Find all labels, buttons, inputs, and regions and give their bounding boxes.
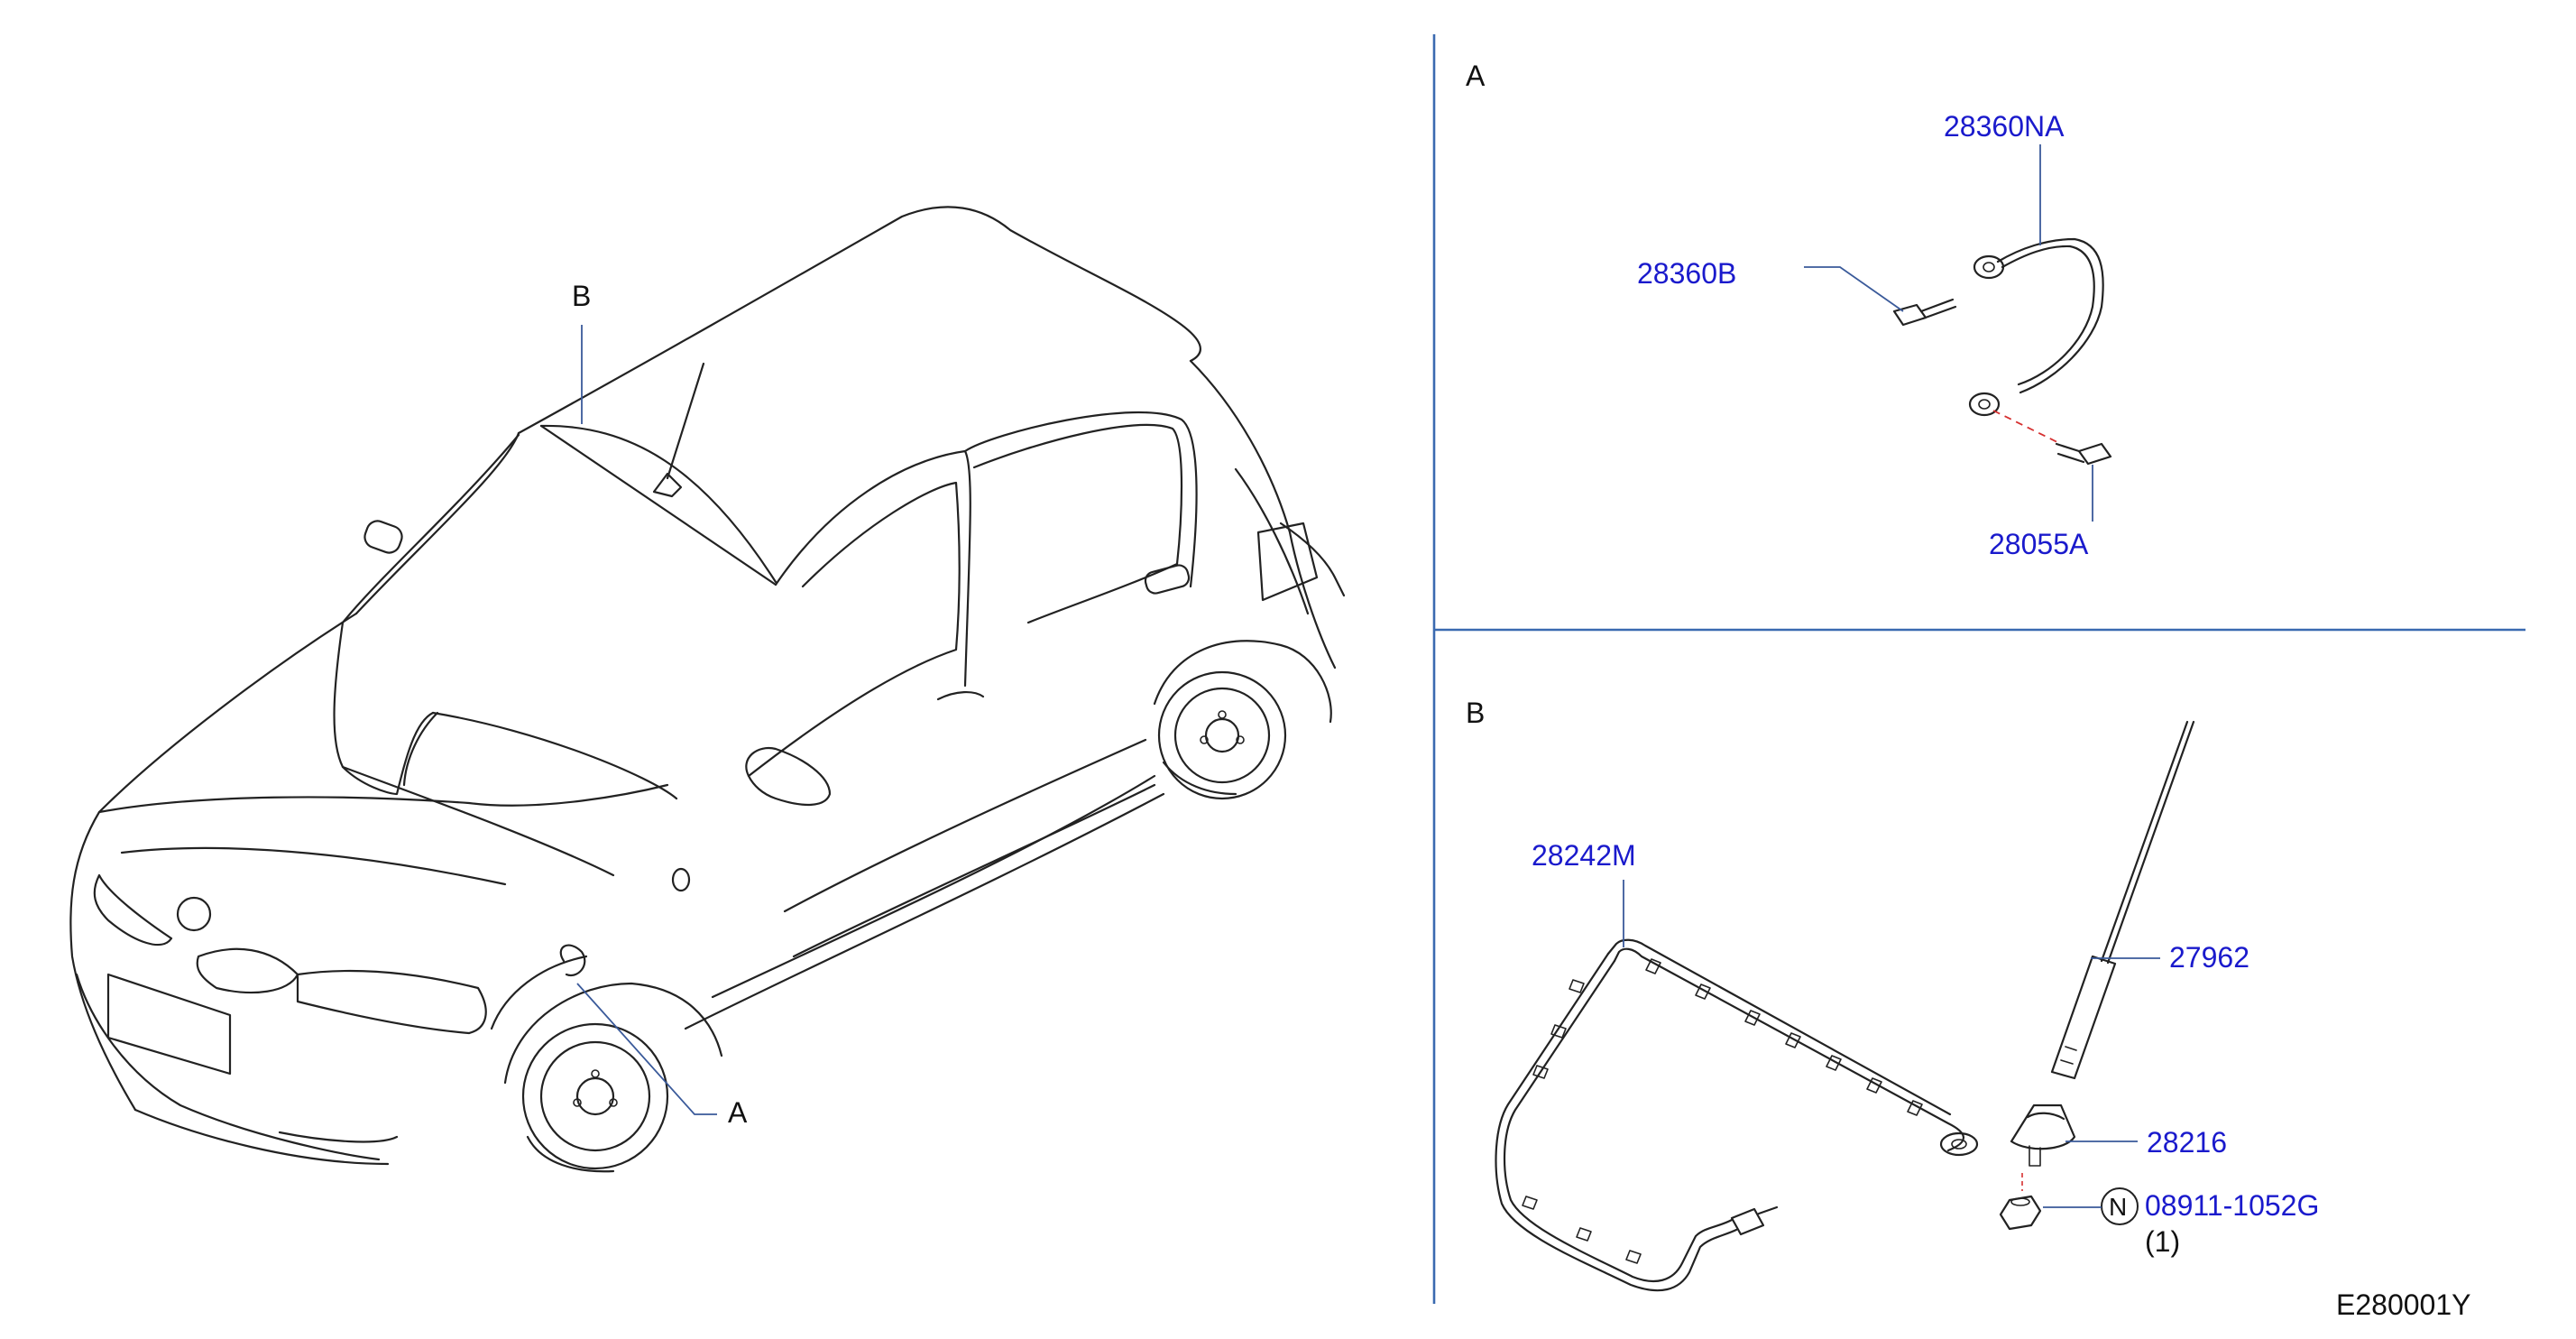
callout-a-label: A	[728, 1096, 748, 1129]
part-27962[interactable]: 27962	[2169, 941, 2249, 974]
reference-code: E280001Y	[2336, 1288, 2471, 1321]
leader-28360B	[1804, 266, 1904, 312]
callout-a-leader	[576, 983, 717, 1115]
section-a-heading: A	[1466, 60, 1486, 92]
part-28055A[interactable]: 28055A	[1989, 528, 2089, 560]
n-marker-circle	[2101, 1187, 2139, 1225]
section-b-drawing	[1495, 720, 2195, 1292]
callout-b-label: B	[572, 280, 592, 312]
section-a-drawing	[1804, 144, 2112, 522]
part-28360NA[interactable]: 28360NA	[1944, 110, 2065, 143]
part-quantity: (1)	[2145, 1225, 2181, 1258]
part-28360B[interactable]: 28360B	[1637, 257, 1737, 290]
part-28216[interactable]: 28216	[2147, 1126, 2227, 1159]
part-28242M[interactable]: 28242M	[1532, 839, 1636, 872]
car-illustration	[69, 206, 1346, 1173]
n-marker-letter: N	[2109, 1193, 2128, 1221]
part-08911-1052G[interactable]: 08911-1052G	[2145, 1189, 2320, 1222]
section-b-heading: B	[1466, 697, 1486, 729]
